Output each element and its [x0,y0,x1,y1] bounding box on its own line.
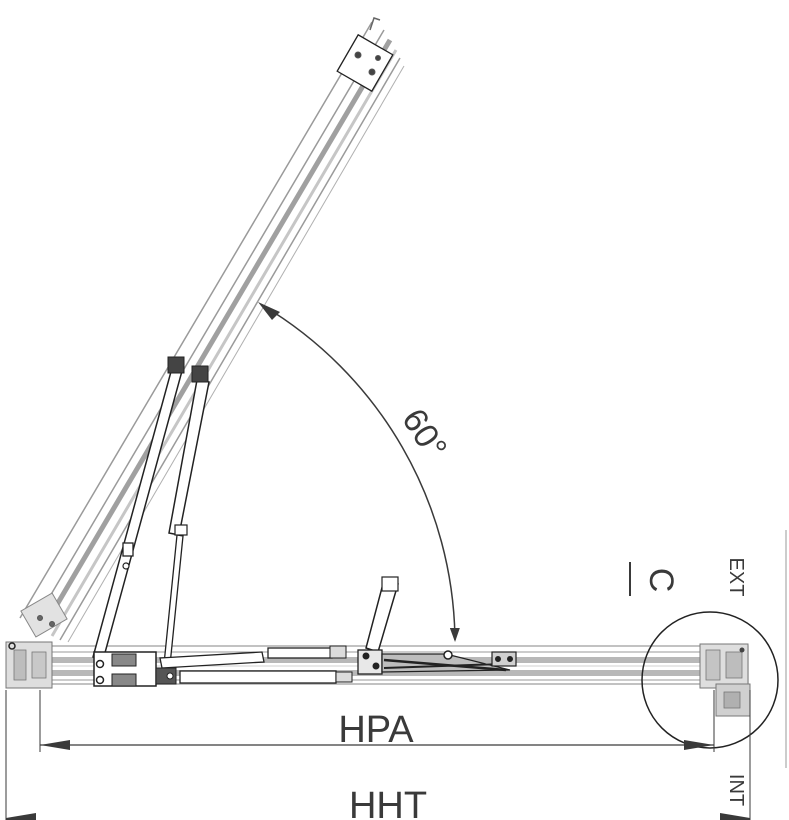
left-frame-profile [5,641,53,689]
dimension-hpa [39,690,715,752]
detail-ref-c: C [642,568,680,593]
angle-arrow-top [258,302,280,320]
operator-blocks [93,649,517,687]
sash-top-corner [336,17,394,93]
dimension-hht [5,690,751,820]
hht-label: HHT [349,785,427,820]
hpa-label: HPA [338,709,414,751]
open-sash [19,17,405,643]
angle-label: 60° [394,402,454,466]
right-frame-profile [699,643,751,717]
angle-arc [261,304,460,642]
detail-circle-c [641,611,779,749]
sash-hinge-corner [20,592,68,638]
support-stays [92,356,399,684]
interior-label: INT [725,774,747,806]
exterior-label: EXT [725,558,747,597]
